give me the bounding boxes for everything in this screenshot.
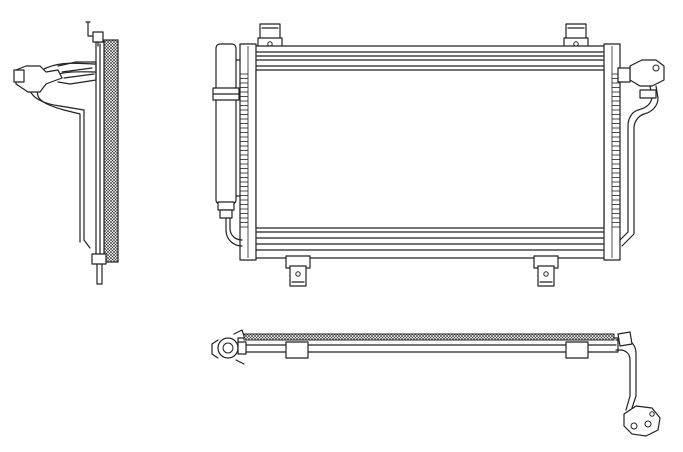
side-view	[13, 21, 119, 285]
top-bracket-b	[565, 341, 589, 359]
top-bracket-a	[285, 341, 309, 359]
top-view	[211, 329, 661, 437]
side-bottom-bracket	[91, 253, 107, 265]
front-view	[212, 23, 665, 287]
bottom-bracket-right	[533, 255, 559, 287]
top-fin-strip	[243, 333, 615, 341]
top-pipe-outlet	[615, 331, 661, 437]
side-connector	[15, 65, 63, 93]
core-tubes	[255, 51, 605, 251]
side-pipe-lower	[36, 71, 97, 243]
inlet-connector	[617, 59, 665, 247]
side-fin-core	[103, 39, 119, 263]
receiver-drier	[212, 43, 243, 247]
bottom-bracket-left	[285, 255, 311, 287]
top-drier-end	[211, 329, 247, 365]
